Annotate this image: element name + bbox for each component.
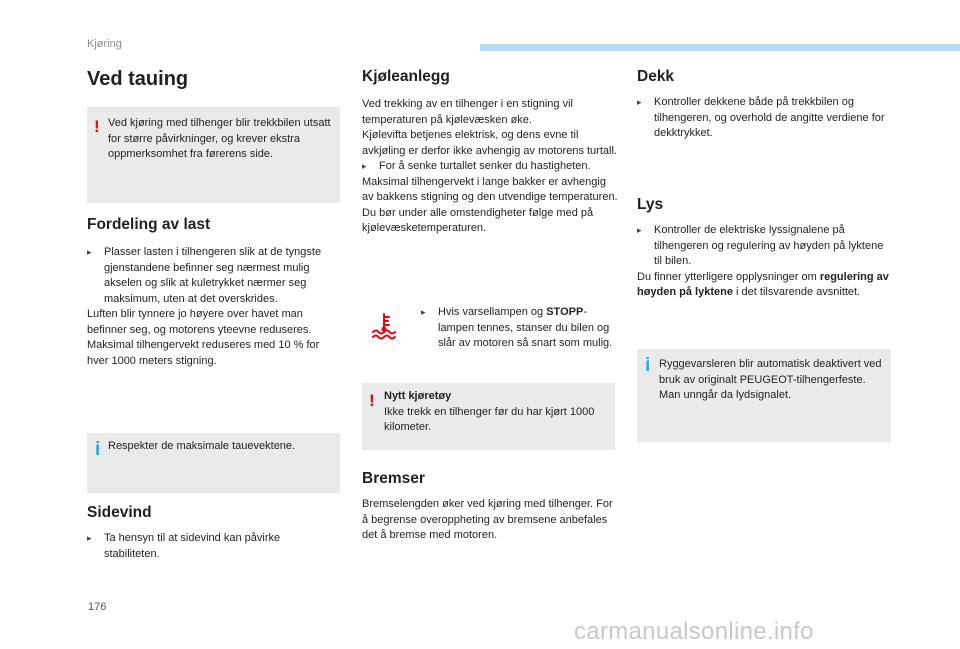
running-header: Kjøring: [87, 38, 122, 50]
info-box-tauevekt: i Respekter de maksimale tauevektene.: [87, 433, 340, 493]
header-bar: [480, 44, 960, 51]
dekk-bullet: ▸ Kontroller dekkene både på trekkbilen …: [637, 95, 891, 142]
fordeling-section: ▸ Plasser lasten i tilhengeren slik at d…: [87, 245, 343, 369]
warning-box: ! Ved kjøring med tilhenger blir trekkbi…: [87, 107, 340, 203]
bullet-icon: ▸: [421, 307, 426, 317]
heading-sidevind: Sidevind: [87, 504, 152, 521]
page-number: 176: [88, 601, 107, 613]
kjoleanlegg-bullet-text: For å senke turtallet senker du hastighe…: [379, 160, 591, 172]
dekk-section: ▸ Kontroller dekkene både på trekkbilen …: [637, 95, 891, 142]
fordeling-bullet: ▸ Plasser lasten i tilhengeren slik at d…: [87, 245, 343, 307]
info-icon: i: [95, 439, 101, 460]
info-text-ryggevarsler: Ryggevarsleren blir automatisk deaktiver…: [659, 358, 882, 401]
temp-warning-text-after: -lampen tennes, stanser du bilen og slår…: [438, 306, 613, 349]
bullet-icon: ▸: [87, 247, 92, 257]
kjoleanlegg-para1: Ved trekking av en tilhenger i en stigni…: [362, 98, 573, 126]
new-vehicle-text: Nytt kjøretøy Ikke trekk en tilhenger fø…: [384, 389, 608, 436]
warning-exclamation-icon: !: [369, 391, 375, 410]
temp-warning-section: ▸ Hvis varsellampen og STOPP-lampen tenn…: [421, 305, 615, 352]
dekk-bullet-text: Kontroller dekkene både på trekkbilen og…: [654, 96, 885, 139]
warning-text: Ved kjøring med tilhenger blir trekkbile…: [108, 117, 331, 160]
warning-exclamation-icon: !: [94, 117, 100, 136]
info-text: Respekter de maksimale tauevektene.: [108, 440, 296, 452]
heading-kjoleanlegg: Kjøleanlegg: [362, 68, 450, 85]
page-title: Ved tauing: [87, 68, 189, 90]
heading-lys: Lys: [637, 196, 664, 213]
bremser-paragraph: Bremselengden øker ved kjøring med tilhe…: [362, 498, 613, 541]
lys-para-bold: regulering av høyden på lyktene: [637, 270, 889, 299]
new-vehicle-body: Ikke trekk en tilhenger før du har kjørt…: [384, 405, 595, 434]
kjoleanlegg-bullet: ▸ For å senke turtallet senker du hastig…: [362, 159, 618, 175]
lys-bullet: ▸ Kontroller de elektriske lyssignalene …: [637, 223, 891, 270]
info-icon: i: [645, 355, 651, 376]
new-vehicle-box: ! Nytt kjøretøy Ikke trekk en tilhenger …: [362, 383, 615, 450]
sidevind-bullet-text: Ta hensyn til at sidevind kan påvirke st…: [104, 532, 281, 560]
kjoleanlegg-para2: Kjølevifta betjenes elektrisk, og dens e…: [362, 129, 617, 157]
lys-para-before: Du finner ytterligere opplysninger om: [637, 270, 820, 283]
sidevind-bullet: ▸ Ta hensyn til at sidevind kan påvirke …: [87, 531, 327, 562]
coolant-temperature-warning-icon: [370, 312, 398, 342]
temp-warning-text-before: Hvis varsellampen og: [438, 306, 547, 318]
bullet-icon: ▸: [362, 161, 367, 171]
bullet-icon: ▸: [87, 533, 92, 543]
bremser-section: Bremselengden øker ved kjøring med tilhe…: [362, 497, 618, 544]
lys-paragraph: Du finner ytterligere opplysninger om re…: [637, 270, 891, 301]
bullet-icon: ▸: [637, 225, 642, 235]
sidevind-section: ▸ Ta hensyn til at sidevind kan påvirke …: [87, 531, 327, 562]
info-box-ryggevarsler: i Ryggevarsleren blir automatisk deaktiv…: [637, 349, 891, 442]
fordeling-bullet-text: Plasser lasten i tilhengeren slik at de …: [104, 246, 322, 305]
new-vehicle-title: Nytt kjøretøy: [384, 390, 452, 402]
heading-bremser: Bremser: [362, 470, 425, 487]
watermark: carmanualsonline.info: [574, 618, 814, 645]
kjoleanlegg-para3: Maksimal tilhengervekt i lange bakker er…: [362, 175, 618, 204]
lys-section: ▸ Kontroller de elektriske lyssignalene …: [637, 223, 891, 301]
kjoleanlegg-section: Ved trekking av en tilhenger i en stigni…: [362, 97, 618, 237]
heading-fordeling: Fordeling av last: [87, 216, 211, 233]
lys-bullet-text: Kontroller de elektriske lyssignalene på…: [654, 224, 884, 267]
kjoleanlegg-para4: Du bør under alle omstendigheter følge m…: [362, 206, 594, 235]
fordeling-paragraph: Luften blir tynnere jo høyere over havet…: [87, 308, 320, 367]
temp-warning-bullet: ▸ Hvis varsellampen og STOPP-lampen tenn…: [421, 305, 615, 352]
stopp-label: STOPP: [546, 306, 584, 318]
heading-dekk: Dekk: [637, 68, 675, 85]
bullet-icon: ▸: [637, 97, 642, 107]
lys-para-after: i det tilsvarende avsnittet.: [732, 286, 861, 298]
